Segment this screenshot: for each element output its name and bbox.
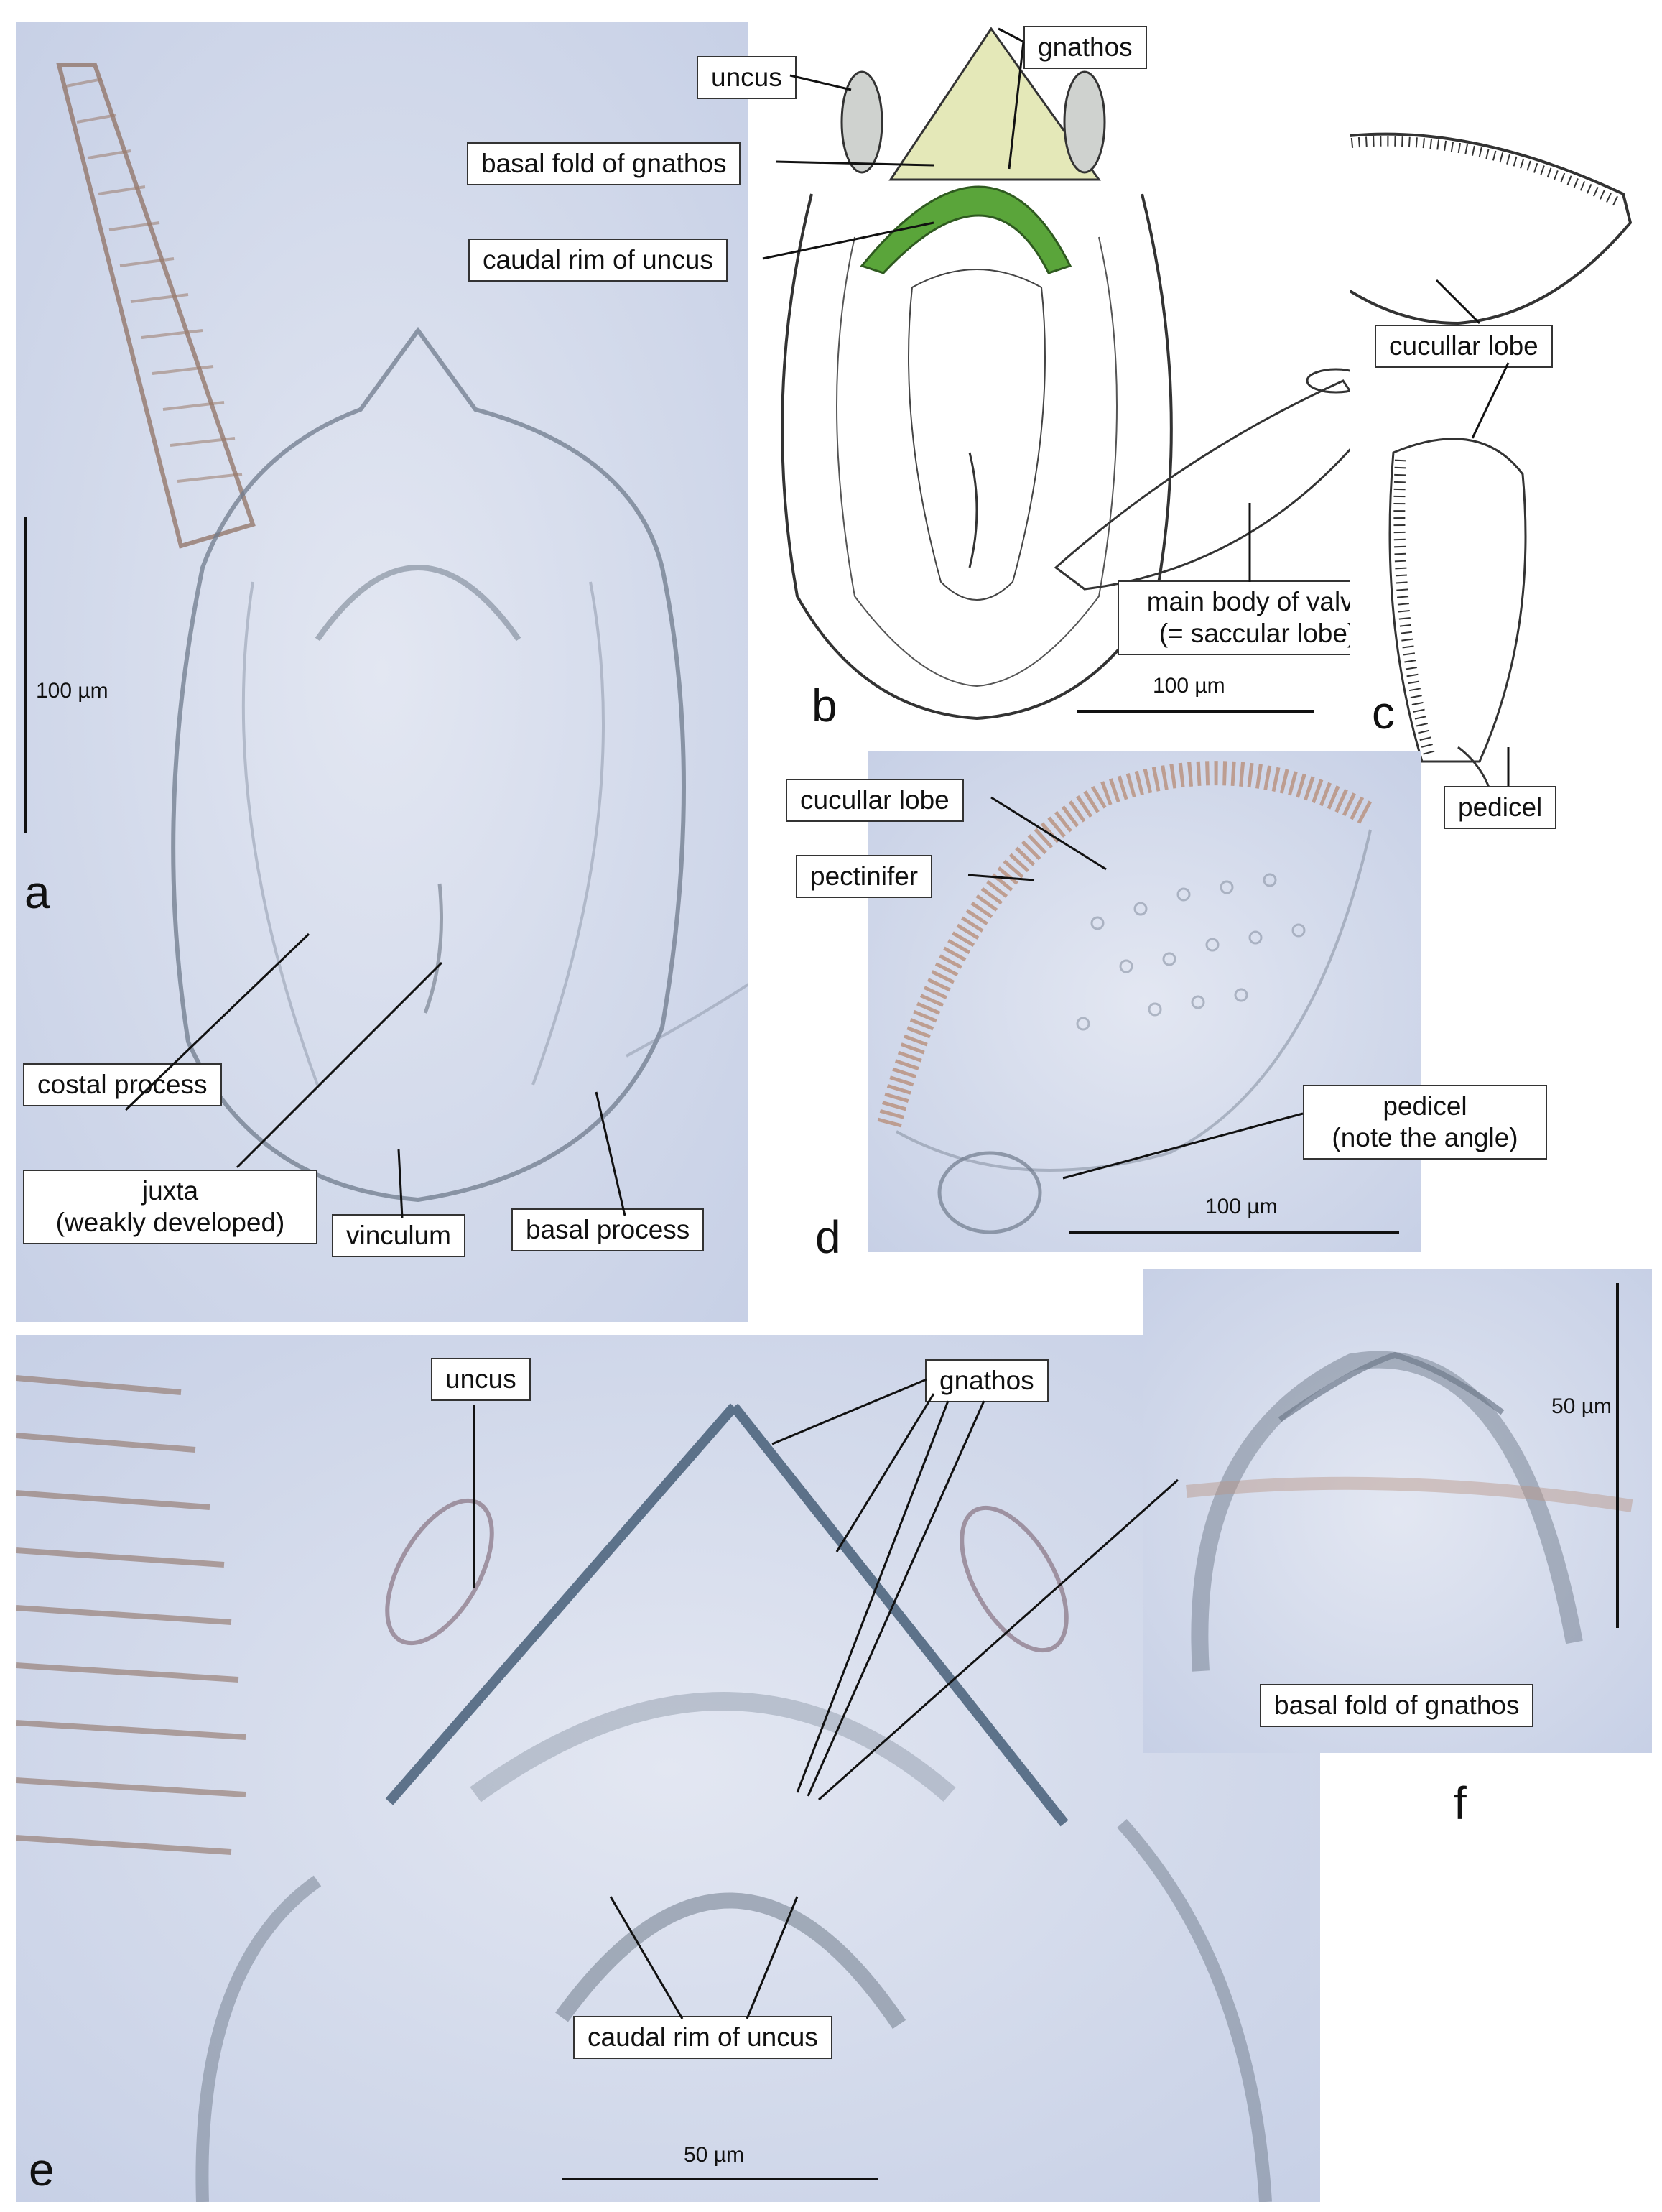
gnathos-shape: [888, 27, 1101, 181]
label-costal-process: costal process: [23, 1063, 222, 1106]
scale-label-d: 100 µm: [1205, 1195, 1278, 1218]
panel-letter-b: b: [812, 680, 837, 731]
label-b-gnathos: gnathos: [1023, 26, 1147, 69]
label-f-basal-fold: basal fold of gnathos: [1260, 1684, 1534, 1727]
label-juxta: juxta (weakly developed): [23, 1170, 317, 1244]
label-basal-process: basal process: [511, 1208, 705, 1251]
panel-c-drawing: c: [1350, 115, 1652, 833]
label-d-pedicel-line1: pedicel: [1383, 1091, 1467, 1121]
label-c-cucullar-lobe: cucullar lobe: [1375, 325, 1553, 368]
scale-label-e: 50 µm: [684, 2143, 744, 2167]
label-vinculum: vinculum: [332, 1214, 465, 1257]
label-d-cucullar-lobe: cucullar lobe: [786, 779, 964, 822]
gnathos-micrograph-e: [16, 1375, 1272, 2202]
label-b-main-body-line1: main body of valva: [1146, 587, 1369, 616]
label-juxta-line2: (weakly developed): [55, 1208, 285, 1237]
panel-letter-a: a: [24, 866, 50, 918]
scale-label-f: 50 µm: [1551, 1394, 1612, 1418]
scale-label-b: 100 µm: [1153, 674, 1225, 698]
scale-label-a: 100 µm: [36, 679, 108, 703]
panel-letter-d: d: [815, 1211, 841, 1263]
genitalia-micrograph-a: [24, 63, 748, 1203]
valva-micrograph-d: [877, 761, 1399, 1234]
basal-fold-shape: [860, 185, 1072, 274]
label-b-uncus: uncus: [697, 56, 797, 99]
label-d-pectinifer: pectinifer: [796, 855, 933, 898]
panel-f-micrograph: 50 µm: [1143, 1269, 1652, 1753]
panel-letter-c: c: [1372, 687, 1395, 739]
label-d-pedicel-line2: (note the angle): [1332, 1123, 1518, 1152]
panel-e-micrograph: 50 µm e: [16, 1335, 1320, 2202]
label-d-pedicel: pedicel (note the angle): [1303, 1085, 1547, 1160]
label-b-basal-fold: basal fold of gnathos: [467, 142, 741, 185]
genitalia-drawing-b: [781, 27, 1373, 721]
label-e-caudal-rim: caudal rim of uncus: [573, 2016, 832, 2059]
valva-drawing-c: [1350, 132, 1633, 805]
panel-letter-e: e: [29, 2144, 55, 2195]
label-b-main-body-line2: (= saccular lobe): [1159, 619, 1357, 648]
label-juxta-line1: juxta: [141, 1176, 199, 1206]
label-e-gnathos: gnathos: [925, 1359, 1049, 1402]
panel-d-micrograph: 100 µm: [868, 751, 1421, 1252]
basal-fold-micrograph-f: [1186, 1283, 1633, 1672]
panel-a-micrograph: 100 µm a costal process juxta (weakly de…: [16, 22, 748, 1322]
label-b-caudal-rim: caudal rim of uncus: [468, 239, 728, 282]
label-e-uncus: uncus: [431, 1358, 531, 1401]
label-c-pedicel: pedicel: [1444, 786, 1557, 829]
panel-letter-f: f: [1454, 1777, 1467, 1829]
